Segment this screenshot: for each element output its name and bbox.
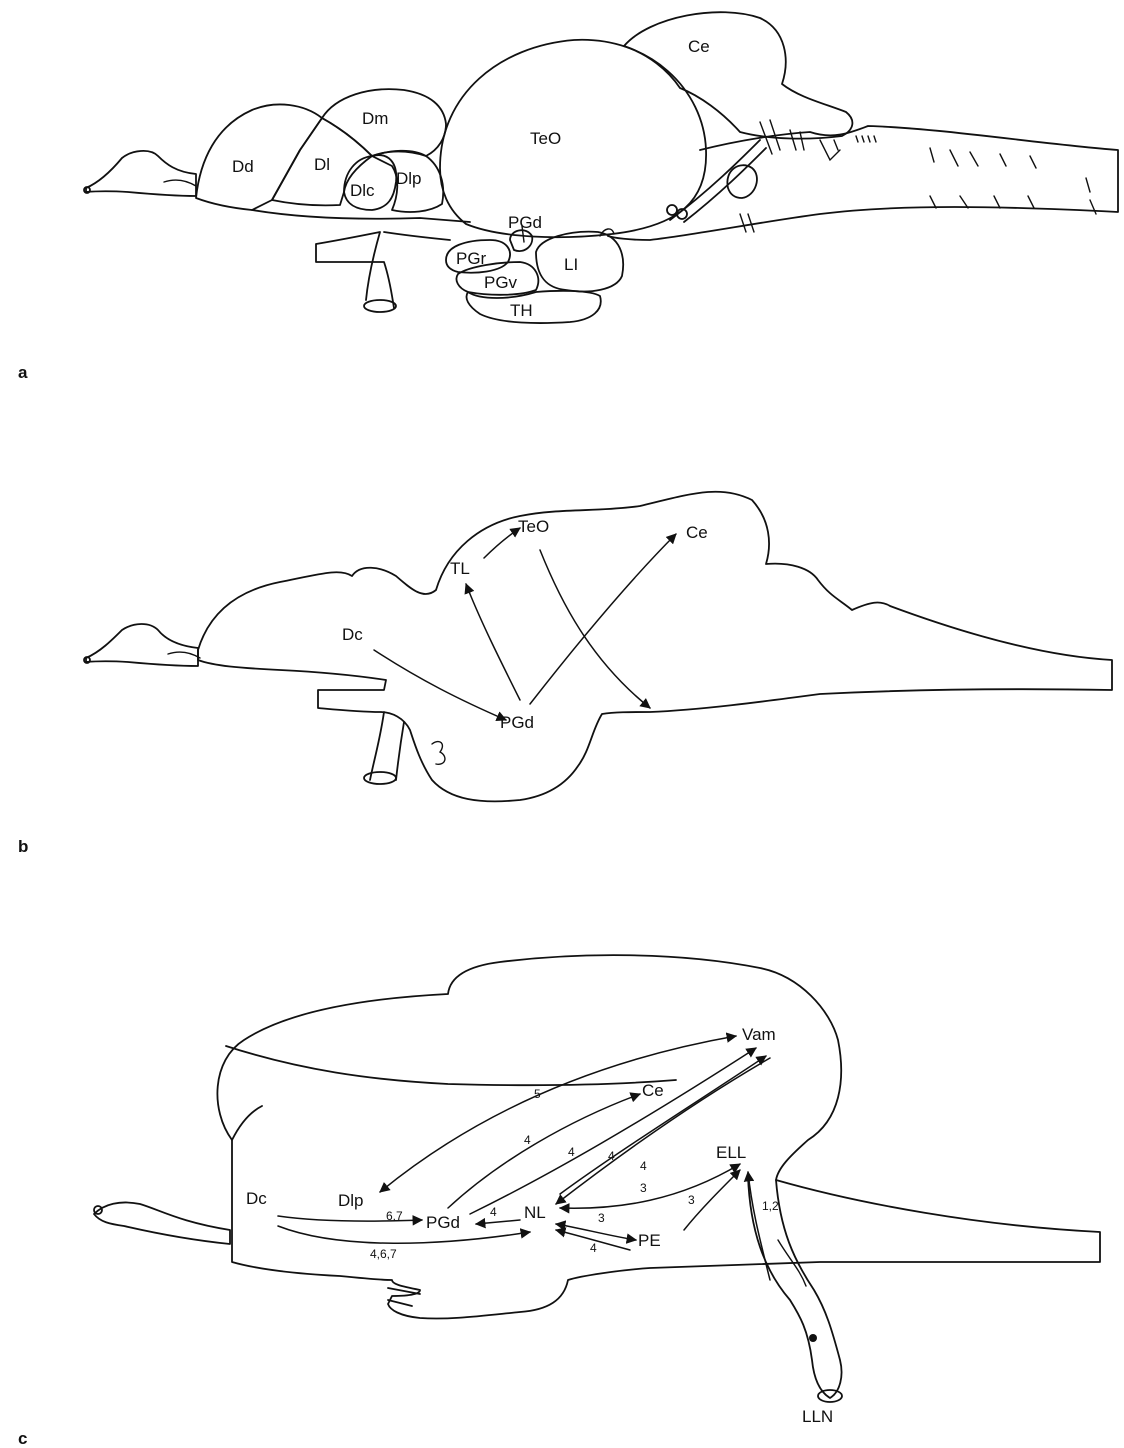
panel-letter-c: c xyxy=(18,1429,27,1448)
edge-label-5: 5 xyxy=(534,1087,541,1101)
nerve-roots-a4 xyxy=(740,214,754,232)
panel-letter-a: a xyxy=(18,363,28,382)
edge-label-4b: 4 xyxy=(568,1145,575,1159)
label-li: LI xyxy=(564,255,578,274)
olfactory-tract-a xyxy=(164,180,196,186)
ventral-forebrain-a xyxy=(252,210,470,222)
edge-label-4f: 4 xyxy=(590,1241,597,1255)
label-th: TH xyxy=(510,301,533,320)
arrow-tl-teo-b xyxy=(484,528,520,558)
arrow-pgd-tl-b xyxy=(466,584,520,700)
region-dd xyxy=(196,104,322,210)
olfactory-bulb-c xyxy=(94,1202,230,1244)
edge-label-4e: 4 xyxy=(490,1205,497,1219)
node-vam-c: Vam xyxy=(742,1025,776,1044)
edge-label-3b: 3 xyxy=(598,1211,605,1225)
arrow-nl-pe-c xyxy=(556,1224,636,1240)
edge-label-4d: 4 xyxy=(640,1159,647,1173)
nerve-cut-a1 xyxy=(667,205,677,215)
panel-b: TL TeO Ce Dc PGd b xyxy=(18,492,1112,856)
edge-label-4c: 4 xyxy=(608,1149,615,1163)
node-dc-b: Dc xyxy=(342,625,363,644)
label-dm: Dm xyxy=(362,109,388,128)
panel-a: Dd Dl Dm Dlc Dlp TeO Ce PGd PGr PGv LI T… xyxy=(18,12,1118,382)
ventral-diencephalon-line-a xyxy=(384,232,450,240)
edge-label-3c: 3 xyxy=(688,1193,695,1207)
node-ce-c: Ce xyxy=(642,1081,664,1100)
optic-nerve-b xyxy=(370,712,404,780)
brain-outline-c xyxy=(217,955,1100,1318)
arrow-dc-pgd-b xyxy=(374,650,506,720)
node-ce-b: Ce xyxy=(686,523,708,542)
lln-ganglion-c xyxy=(809,1334,817,1342)
arrow-nl-vam-return-c xyxy=(556,1058,770,1204)
label-ce: Ce xyxy=(688,37,710,56)
node-pgd-b: PGd xyxy=(500,713,534,732)
panel-letter-b: b xyxy=(18,837,28,856)
region-th xyxy=(467,291,601,323)
node-dc-c: Dc xyxy=(246,1189,267,1208)
edge-label-4a: 4 xyxy=(524,1133,531,1147)
label-pgr: PGr xyxy=(456,249,487,268)
label-dlc: Dlc xyxy=(350,181,375,200)
edge-label-12: 1,2 xyxy=(762,1199,779,1213)
lln-cut-c xyxy=(818,1390,842,1402)
optic-nerve-cut-b xyxy=(364,772,396,784)
panel-c: 5 4 4 4 4 3 3 3 6,7 4 4 4,6,7 1,2 Vam Ce… xyxy=(18,955,1100,1448)
nerve-roots-a2 xyxy=(820,140,840,160)
edge-label-3a: 3 xyxy=(640,1181,647,1195)
hindbrain-spinal-cord-a xyxy=(608,126,1118,240)
label-teo: TeO xyxy=(530,129,561,148)
optic-nerve-cut-a xyxy=(364,300,396,312)
node-lln-c: LLN xyxy=(802,1407,833,1426)
arrow-pgd-ce-b xyxy=(530,534,676,704)
node-ell-c: ELL xyxy=(716,1143,746,1162)
forebrain-notch-c xyxy=(232,1106,262,1140)
olfactory-tract-b xyxy=(168,652,200,658)
edge-label-467: 4,6,7 xyxy=(370,1247,397,1261)
region-pgd xyxy=(510,230,532,251)
spinal-roots-ventral-a xyxy=(930,196,1096,214)
edge-label-67: 6,7 xyxy=(386,1209,403,1223)
label-pgv: PGv xyxy=(484,273,518,292)
region-ce xyxy=(624,12,852,138)
label-dlp: Dlp xyxy=(396,169,422,188)
spinal-roots-dorsal-a xyxy=(930,148,1090,192)
label-dd: Dd xyxy=(232,157,254,176)
arrow-dc-nl-c xyxy=(278,1226,530,1243)
node-nl-c: NL xyxy=(524,1203,546,1222)
optic-stub-c xyxy=(388,1288,420,1306)
arrow-teo-descending-b xyxy=(540,550,650,708)
region-teo xyxy=(440,40,706,237)
olfactory-bulb-a xyxy=(86,151,196,196)
bulb-tip-a xyxy=(84,187,90,193)
arrow-nl-ell-c xyxy=(560,1164,740,1208)
arrow-nl-pgd-c xyxy=(476,1220,520,1224)
olfactory-bulb-b xyxy=(86,624,198,666)
node-teo-b: TeO xyxy=(518,517,549,536)
arrow-pgd-vam-c xyxy=(470,1048,756,1214)
nerve-roots-a3 xyxy=(856,136,876,142)
label-pgd: PGd xyxy=(508,213,542,232)
region-li xyxy=(536,232,623,292)
node-dlp-c: Dlp xyxy=(338,1191,364,1210)
node-pe-c: PE xyxy=(638,1231,661,1250)
label-dl: Dl xyxy=(314,155,330,174)
tectum-ventral-boundary-c xyxy=(226,1046,676,1085)
node-tl-b: TL xyxy=(450,559,470,578)
hypothalamus-bump-b xyxy=(432,742,445,765)
node-pgd-c: PGd xyxy=(426,1213,460,1232)
optic-nerve-a xyxy=(316,232,394,308)
brain-outline-b xyxy=(198,492,1112,802)
